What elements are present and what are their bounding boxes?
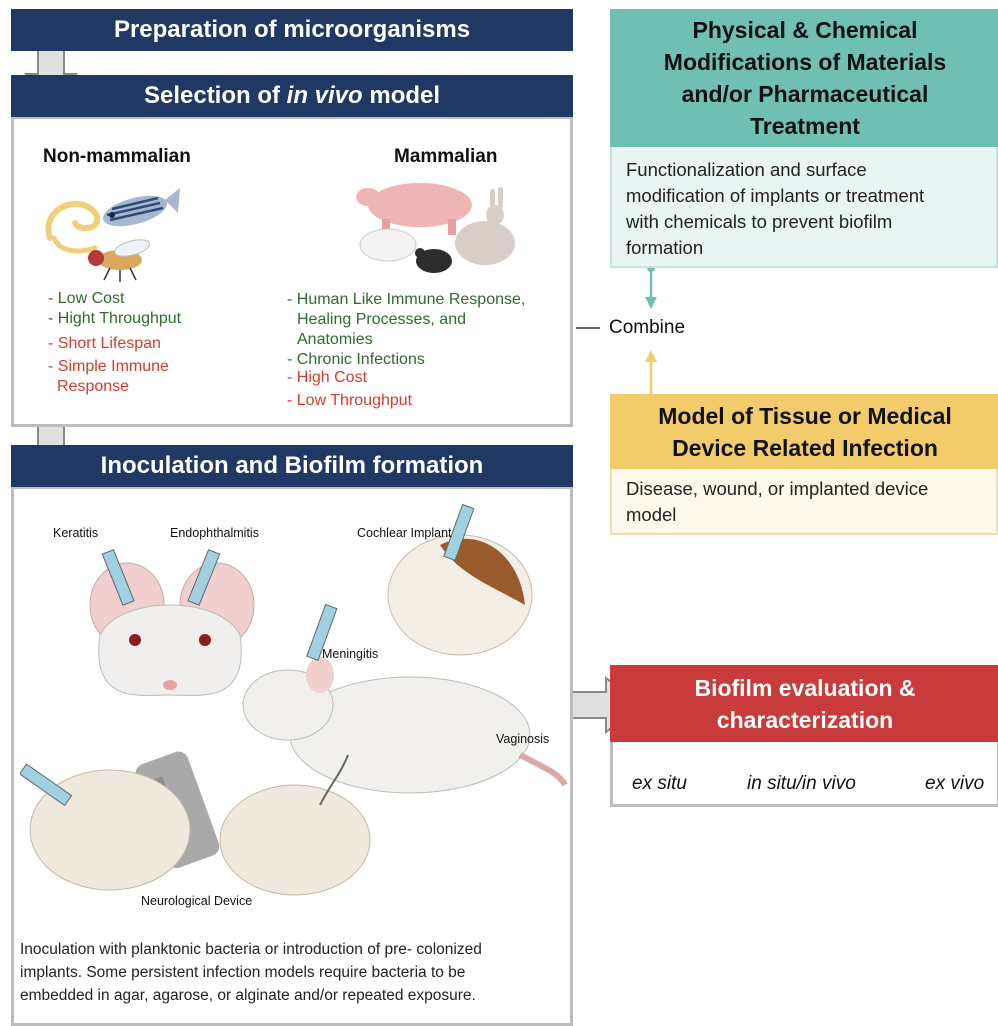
non-mammalian-illustration [40,178,190,286]
label-endophthalmitis: Endophthalmitis [170,526,259,540]
inoculation-title: Inoculation and Biofilm formation [101,452,484,480]
label-cochlear-implant: Cochlear Implant [357,526,452,540]
physchem-header: Physical & Chemical Modifications of Mat… [610,9,998,147]
con-item: - Short Lifespan [48,334,169,354]
label-keratitis: Keratitis [53,526,98,540]
tissue-model-header: Model of Tissue or Medical Device Relate… [610,394,998,469]
label-meningitis: Meningitis [322,647,378,661]
label-neurological-device: Neurological Device [141,894,252,908]
description-line: implants. Some persistent infection mode… [20,961,482,984]
description-line: embedded in agar, agarose, or alginate a… [20,984,482,1007]
pro-item: - Low Cost [48,289,181,309]
non-mammalian-title: Non-mammalian [43,146,191,168]
inoculation-description: Inoculation with planktonic bacteria or … [20,938,482,1007]
physchem-text-line: modification of implants or treatment [626,183,996,209]
combine-label: Combine [609,317,685,339]
preparation-title: Preparation of microorganisms [114,16,470,44]
tissue-title-line: Model of Tissue or Medical [658,400,952,432]
physchem-title-line: Modifications of Materials [664,46,946,78]
label-vaginosis: Vaginosis [496,732,549,746]
pro-item: - Human Like Immune Response, [287,290,525,310]
physchem-title-line: Treatment [750,110,860,142]
con-item: - High Cost [287,368,412,388]
non-mammalian-pros: - Low Cost - Hight Throughput [48,289,181,329]
inoculation-illustration [20,495,570,915]
non-mammalian-cons: - Short Lifespan - Simple Immune Respons… [48,334,169,397]
method-in-situ-in-vivo: in situ/in vivo [747,773,856,795]
con-item: - Simple Immune [48,357,169,377]
physchem-text-line: Functionalization and surface [626,157,996,183]
tissue-model-body: Disease, wound, or implanted device mode… [610,469,998,535]
method-ex-situ: ex situ [632,773,687,795]
mammalian-pros: - Human Like Immune Response, Healing Pr… [287,290,525,370]
yellow-arrow [645,350,657,362]
physchem-title-line: Physical & Chemical [693,14,918,46]
con-item: - Low Throughput [287,391,412,411]
pro-item: Healing Processes, and [287,310,525,330]
mammalian-illustration [350,177,530,289]
description-line: Inoculation with planktonic bacteria or … [20,938,482,961]
evaluation-title-line: characterization [717,704,893,736]
selection-header: Selection of in vivo model [11,75,573,117]
physchem-text-line: formation [626,235,996,261]
mammalian-cons: - High Cost - Low Throughput [287,368,412,411]
teal-arrow [645,297,657,309]
physchem-text-line: with chemicals to prevent biofilm [626,209,996,235]
con-item: Response [48,377,169,397]
preparation-header: Preparation of microorganisms [11,9,573,51]
evaluation-title-line: Biofilm evaluation & [694,672,915,704]
tissue-text-line: model [626,502,996,528]
physchem-title-line: and/or Pharmaceutical [682,78,929,110]
inoculation-header: Inoculation and Biofilm formation [11,445,573,487]
pro-item: - Hight Throughput [48,309,181,329]
selection-title: Selection of in vivo model [144,82,440,110]
physchem-body: Functionalization and surface modificati… [610,147,998,268]
mammalian-title: Mammalian [394,146,497,168]
pro-item: - Chronic Infections [287,350,525,370]
method-ex-vivo: ex vivo [925,773,984,795]
evaluation-header: Biofilm evaluation & characterization [610,665,998,742]
tissue-text-line: Disease, wound, or implanted device [626,476,996,502]
pro-item: Anatomies [287,330,525,350]
tissue-title-line: Device Related Infection [672,432,938,464]
